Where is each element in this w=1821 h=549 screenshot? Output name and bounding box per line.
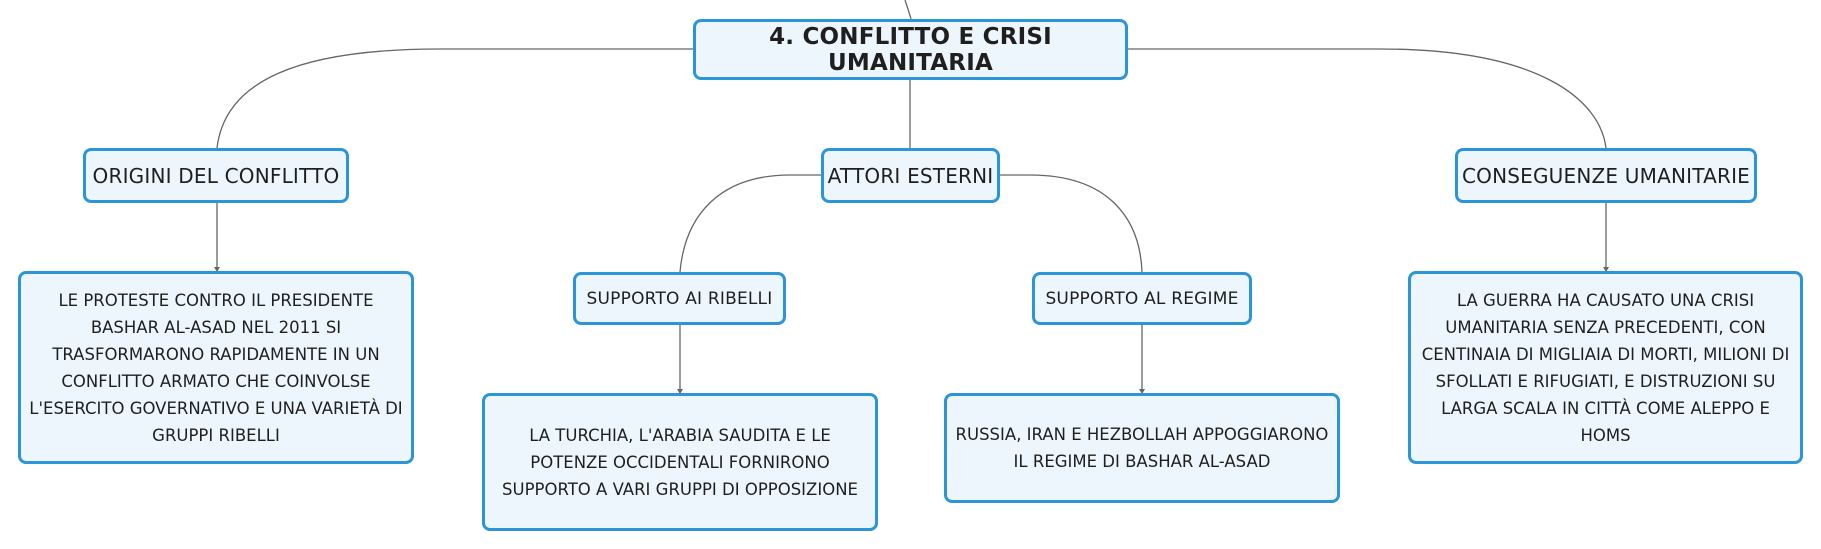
origins-detail-text: LE PROTESTE CONTRO IL PRESIDENTE BASHAR …	[29, 290, 403, 445]
connector-actors-to-regime	[1000, 174, 1143, 273]
regime-support-topic-label: SUPPORTO AL REGIME	[1045, 288, 1239, 309]
consequences-topic-label: CONSEGUENZE UMANITARIE	[1461, 163, 1751, 188]
consequences-detail-text: LA GUERRA HA CAUSATO UNA CRISI UMANITARI…	[1421, 290, 1790, 445]
arrowhead-regime-detail	[1139, 389, 1145, 394]
connector-root-to-consequences	[1128, 48, 1607, 149]
connector-root-to-origins	[216, 48, 693, 149]
rebels-support-detail-node[interactable]: LA TURCHIA, L'ARABIA SAUDITA E LE POTENZ…	[482, 393, 878, 531]
origins-topic-label: ORIGINI DEL CONFLITTO	[92, 163, 340, 188]
root-topic-node[interactable]: 4. CONFLITTO E CRISI UMANITARIA	[693, 19, 1128, 80]
arrowhead-consequences-detail	[1603, 267, 1609, 272]
connector-parent-to-root	[904, 0, 912, 20]
external-actors-topic-label: ATTORI ESTERNI	[827, 163, 994, 188]
origins-detail-node[interactable]: LE PROTESTE CONTRO IL PRESIDENTE BASHAR …	[18, 271, 414, 464]
rebels-support-topic-label: SUPPORTO AI RIBELLI	[586, 288, 773, 309]
arrowhead-rebels-detail	[677, 389, 683, 394]
consequences-detail-node[interactable]: LA GUERRA HA CAUSATO UNA CRISI UMANITARI…	[1408, 271, 1803, 464]
rebels-support-detail-text: LA TURCHIA, L'ARABIA SAUDITA E LE POTENZ…	[502, 425, 858, 499]
regime-support-detail-node[interactable]: RUSSIA, IRAN E HEZBOLLAH APPOGGIARONO IL…	[944, 393, 1340, 503]
connector-actors-to-rebels	[679, 174, 821, 273]
rebels-support-topic-node[interactable]: SUPPORTO AI RIBELLI	[573, 272, 786, 325]
consequences-topic-node[interactable]: CONSEGUENZE UMANITARIE	[1455, 148, 1757, 203]
arrowhead-origins-detail	[214, 267, 220, 272]
regime-support-detail-text: RUSSIA, IRAN E HEZBOLLAH APPOGGIARONO IL…	[955, 425, 1329, 471]
root-topic-label: 4. CONFLITTO E CRISI UMANITARIA	[769, 23, 1052, 76]
external-actors-topic-node[interactable]: ATTORI ESTERNI	[821, 148, 1000, 203]
origins-topic-node[interactable]: ORIGINI DEL CONFLITTO	[83, 148, 349, 203]
regime-support-topic-node[interactable]: SUPPORTO AL REGIME	[1032, 272, 1252, 325]
